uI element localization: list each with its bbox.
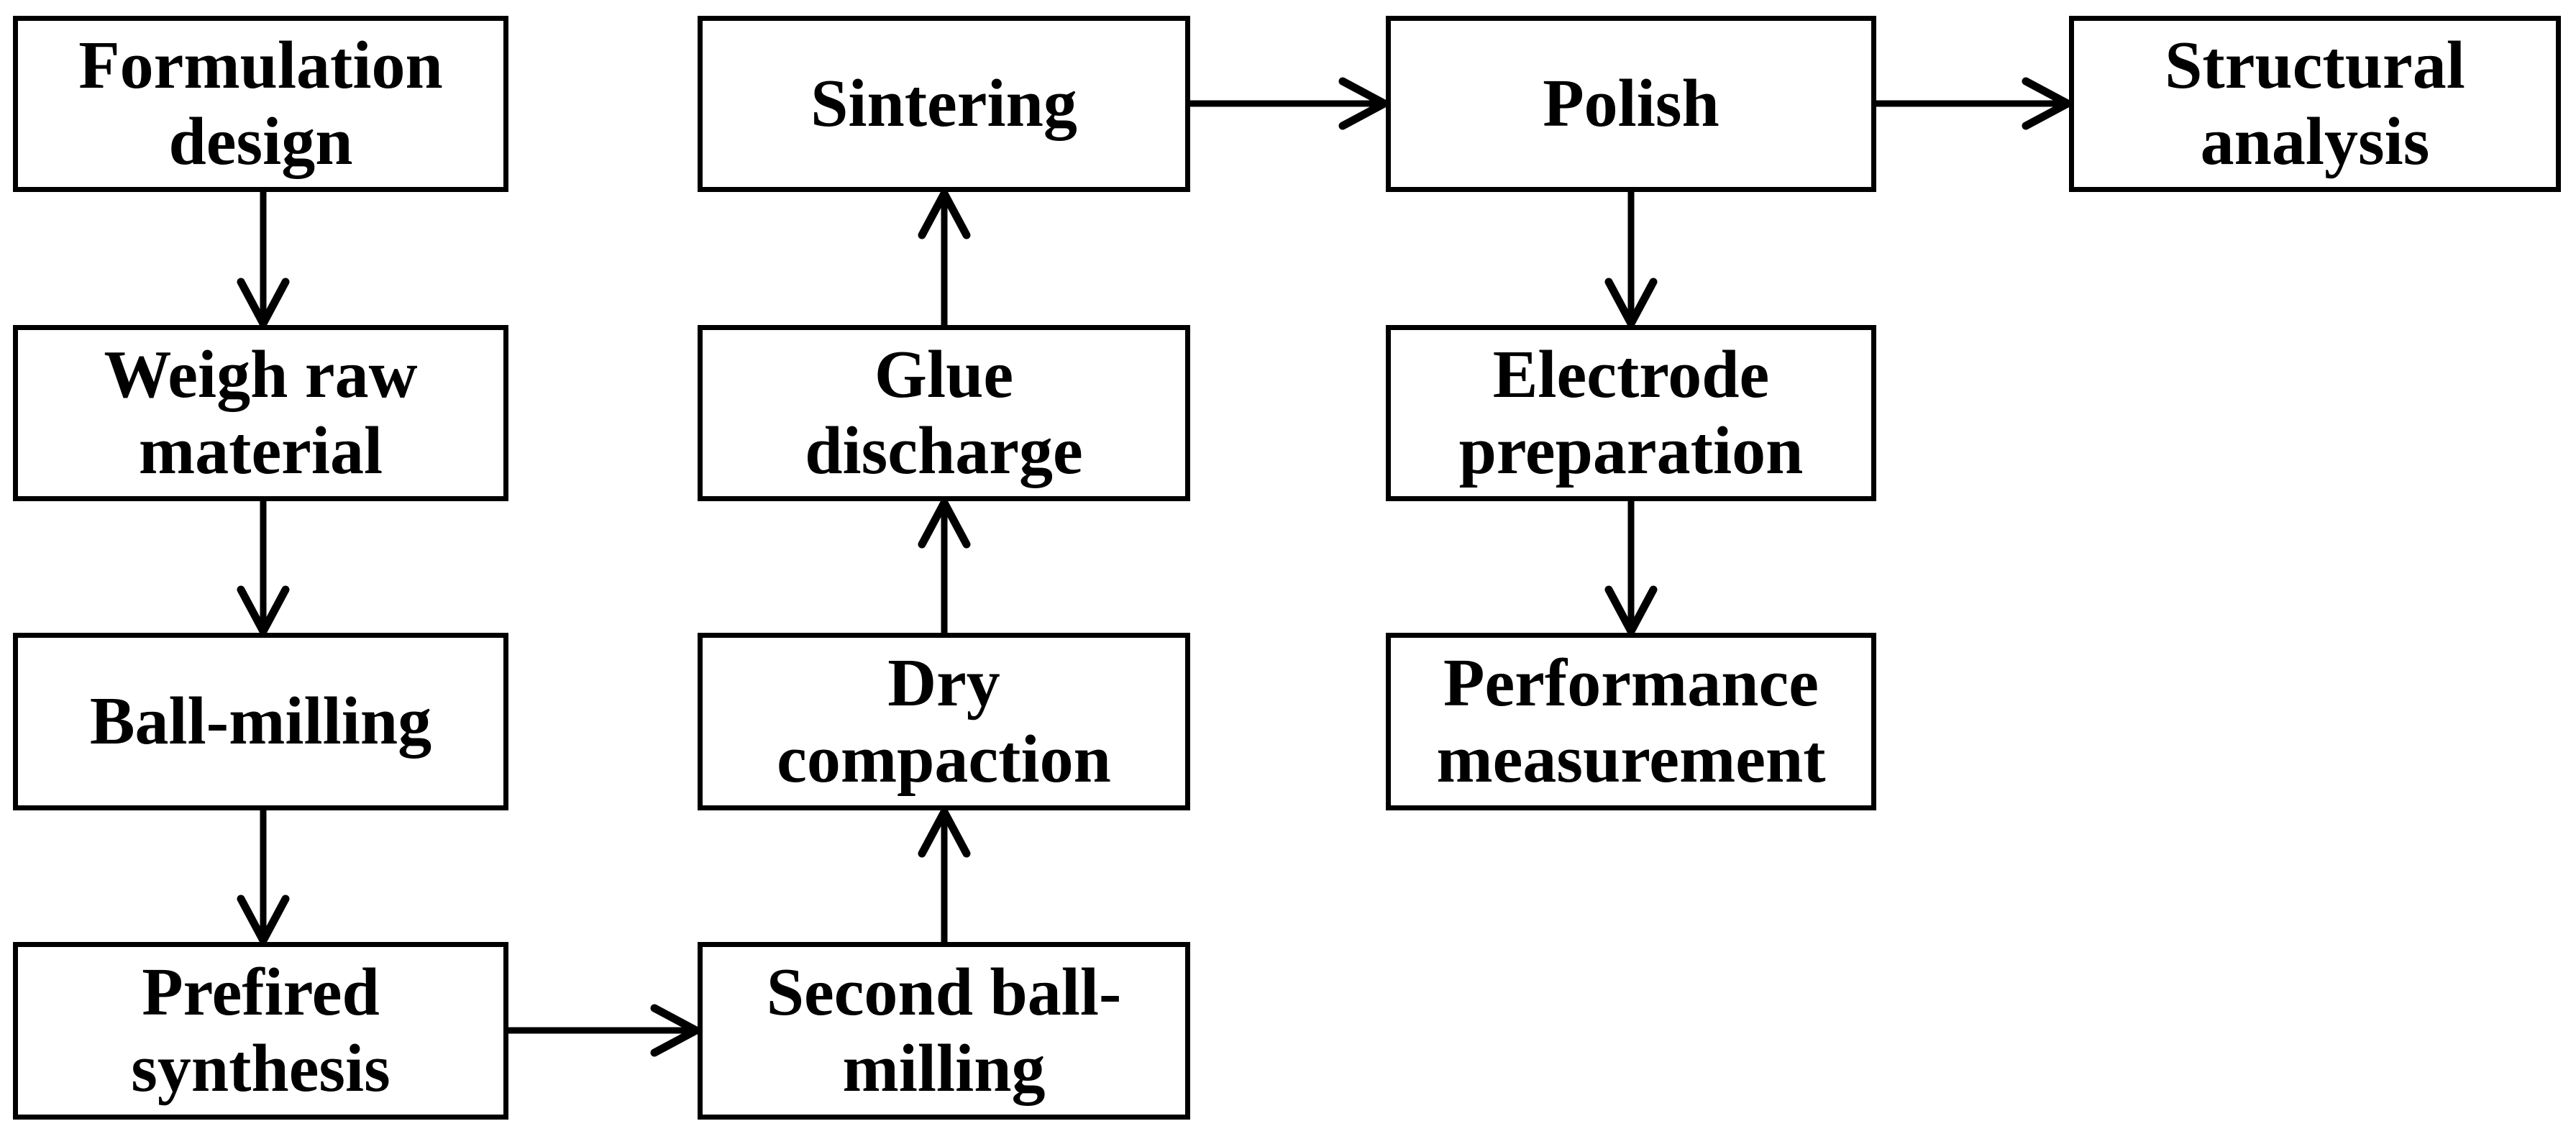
- node-label: Ball-milling: [89, 683, 432, 759]
- arrow-ball-milling-to-prefired-synthesis: [237, 810, 290, 949]
- node-label: Performance measurement: [1436, 646, 1826, 797]
- node-label: Structural analysis: [2165, 28, 2465, 179]
- arrow-polish-to-electrode-preparation: [1604, 192, 1658, 332]
- arrow-polish-to-structural-analysis: [1876, 77, 2076, 130]
- node-label: Weigh raw material: [104, 337, 418, 488]
- arrow-second-ball-milling-to-dry-compaction: [918, 803, 971, 942]
- node-label: Polish: [1543, 65, 1719, 141]
- arrow-weigh-raw-material-to-ball-milling: [237, 501, 290, 640]
- node-second-ball-milling: Second ball- milling: [698, 942, 1190, 1120]
- node-label: Sintering: [810, 65, 1077, 141]
- node-label: Prefired synthesis: [131, 955, 390, 1106]
- node-electrode-preparation: Electrode preparation: [1386, 325, 1876, 501]
- arrow-formulation-design-to-weigh-raw-material: [237, 192, 290, 332]
- node-label: Dry compaction: [777, 646, 1111, 797]
- node-polish: Polish: [1386, 16, 1876, 192]
- arrow-dry-compaction-to-glue-discharge: [918, 494, 971, 633]
- arrow-sintering-to-polish: [1190, 77, 1393, 130]
- node-performance-measurement: Performance measurement: [1386, 633, 1876, 810]
- node-label: Formulation design: [78, 28, 443, 179]
- node-ball-milling: Ball-milling: [13, 633, 508, 810]
- node-weigh-raw-material: Weigh raw material: [13, 325, 508, 501]
- node-label: Electrode preparation: [1458, 337, 1804, 488]
- node-sintering: Sintering: [698, 16, 1190, 192]
- arrow-electrode-preparation-to-performance-measurement: [1604, 501, 1658, 640]
- node-prefired-synthesis: Prefired synthesis: [13, 942, 508, 1120]
- node-structural-analysis: Structural analysis: [2069, 16, 2561, 192]
- arrow-glue-discharge-to-sintering: [918, 185, 971, 325]
- node-glue-discharge: Glue discharge: [698, 325, 1190, 501]
- node-label: Second ball- milling: [766, 955, 1122, 1106]
- node-dry-compaction: Dry compaction: [698, 633, 1190, 810]
- node-label: Glue discharge: [805, 337, 1083, 488]
- node-formulation-design: Formulation design: [13, 16, 508, 192]
- arrow-prefired-synthesis-to-second-ball-milling: [508, 1004, 705, 1057]
